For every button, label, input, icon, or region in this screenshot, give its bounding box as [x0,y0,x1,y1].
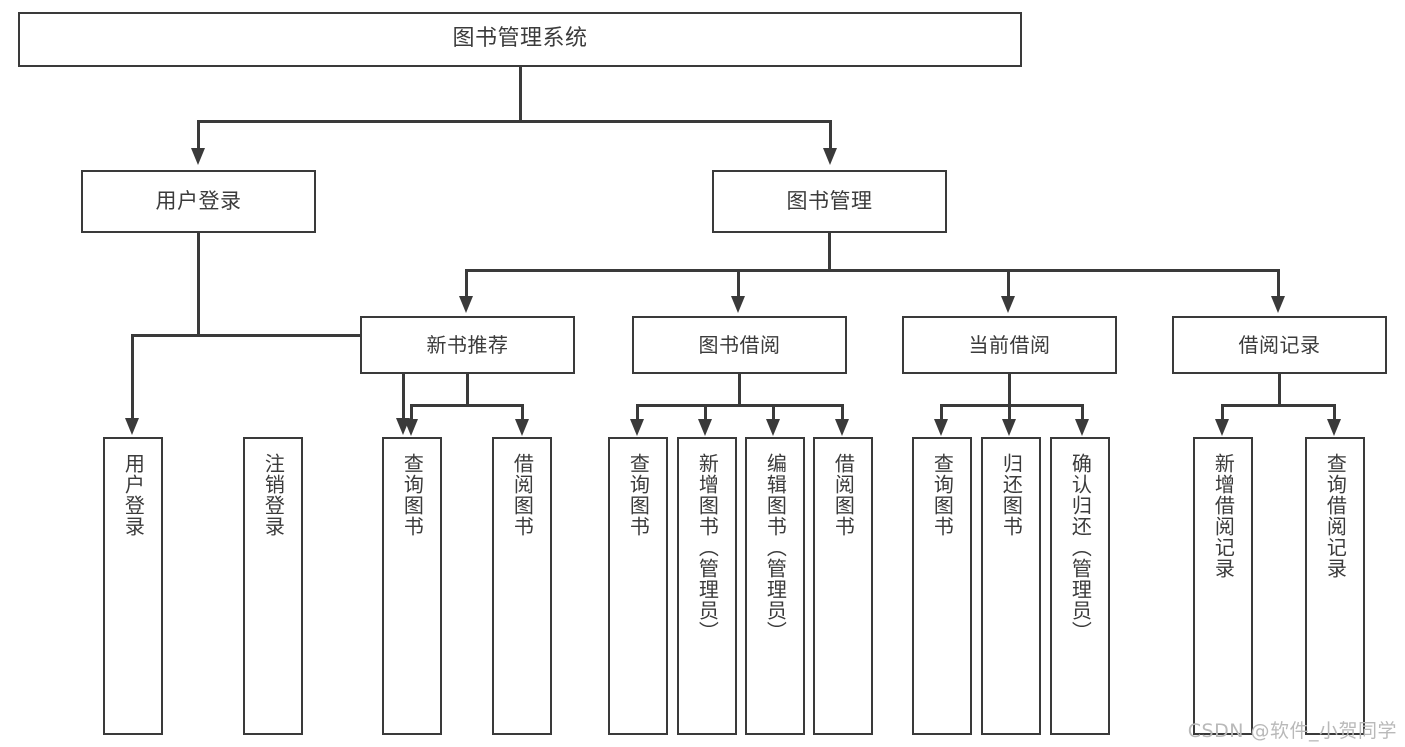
leaf-current-borrow-2[interactable]: 归还图书 [981,437,1041,735]
connector-new-book-stem [466,374,469,406]
connector-book-borrow-drop-1 [636,404,639,420]
connector-book-manage-drop-2 [737,269,740,296]
connector-current-borrow-drop-2 [1008,404,1011,420]
leaf-label: 查询借阅记录 [1323,453,1348,579]
arrowhead-to-borrow-record [1271,296,1285,313]
node-label: 借阅记录 [1238,332,1321,357]
node-label: 用户登录 [155,188,242,213]
connector-current-borrow-bus [941,404,1083,407]
arrowhead-leaf-borrow-record-2 [1327,419,1341,436]
arrowhead-leaf-book-borrow-4 [835,419,849,436]
leaf-label: 查询图书 [930,453,955,537]
arrowhead-leaf-current-borrow-2 [1002,419,1016,436]
leaf-borrow-record-1[interactable]: 新增借阅记录 [1193,437,1253,735]
leaf-label: 查询图书 [400,453,425,537]
connector-book-borrow-drop-2 [704,404,707,420]
leaf-current-borrow-3[interactable]: 确认归还（管理员） [1050,437,1110,735]
node-user-login[interactable]: 用户登录 [81,170,316,233]
node-book-borrow[interactable]: 图书借阅 [632,316,847,374]
arrowhead-leaf-book-borrow-3 [766,419,780,436]
leaf-label: 注销登录 [261,453,286,537]
node-current-borrow[interactable]: 当前借阅 [902,316,1117,374]
leaf-label: 查询图书 [626,453,651,537]
connector-user-login-drop-2 [402,334,405,418]
leaf-label: 用户登录 [121,453,146,537]
node-root-system[interactable]: 图书管理系统 [18,12,1022,67]
arrowhead-leaf-book-borrow-1 [630,419,644,436]
connector-root-bus [198,120,832,123]
leaf-user-login-1[interactable]: 用户登录 [103,437,163,735]
arrowhead-leaf-new-book-1 [404,419,418,436]
node-label: 新书推荐 [426,332,509,357]
connector-root-stem [519,67,522,122]
connector-book-manage-drop-3 [1007,269,1010,296]
arrowhead-leaf-current-borrow-3 [1075,419,1089,436]
leaf-label: 归还图书 [999,453,1024,537]
arrowhead-leaf-new-book-2 [515,419,529,436]
connector-user-login-bus [132,334,405,337]
connector-book-borrow-drop-3 [772,404,775,420]
connector-root-drop-right [829,120,832,148]
leaf-user-login-2[interactable]: 注销登录 [243,437,303,735]
node-borrow-record[interactable]: 借阅记录 [1172,316,1387,374]
connector-new-book-drop-1 [410,404,413,420]
connector-book-borrow-bus [637,404,844,407]
node-new-book[interactable]: 新书推荐 [360,316,575,374]
connector-book-manage-drop-1 [465,269,468,296]
arrowhead-leaf-borrow-record-1 [1215,419,1229,436]
leaf-book-borrow-3[interactable]: 编辑图书（管理员） [745,437,805,735]
connector-user-login-stem [197,233,200,335]
node-book-manage[interactable]: 图书管理 [712,170,947,233]
connector-book-manage-drop-4 [1277,269,1280,296]
leaf-label: 借阅图书 [510,453,535,537]
connector-current-borrow-drop-1 [940,404,943,420]
leaf-label: 编辑图书（管理员） [763,453,788,642]
watermark-text: CSDN @软件_小贺同学 [1187,720,1397,742]
leaf-book-borrow-2[interactable]: 新增图书（管理员） [677,437,737,735]
connector-borrow-record-bus [1222,404,1335,407]
connector-new-book-bus [411,404,523,407]
connector-current-borrow-drop-3 [1081,404,1084,420]
connector-borrow-record-stem [1278,374,1281,406]
leaf-borrow-record-2[interactable]: 查询借阅记录 [1305,437,1365,735]
connector-book-borrow-drop-4 [841,404,844,420]
arrowhead-to-book-borrow [731,296,745,313]
leaf-label: 新增借阅记录 [1211,453,1236,579]
leaf-current-borrow-1[interactable]: 查询图书 [912,437,972,735]
arrowhead-leaf-book-borrow-2 [698,419,712,436]
node-label: 当前借阅 [968,332,1051,357]
connector-book-manage-bus [466,269,1280,272]
leaf-new-book-1[interactable]: 查询图书 [382,437,442,735]
leaf-book-borrow-1[interactable]: 查询图书 [608,437,668,735]
connector-borrow-record-drop-2 [1333,404,1336,420]
connector-user-login-drop-1 [131,334,134,418]
connector-root-drop-left [197,120,200,148]
arrowhead-leaf-user-login-1 [125,418,139,435]
leaf-new-book-2[interactable]: 借阅图书 [492,437,552,735]
arrowhead-to-current-borrow [1001,296,1015,313]
connector-current-borrow-stem [1008,374,1011,406]
connector-book-manage-stem [828,233,831,271]
node-label: 图书借阅 [698,332,781,357]
leaf-book-borrow-4[interactable]: 借阅图书 [813,437,873,735]
arrowhead-leaf-current-borrow-1 [934,419,948,436]
leaf-label: 借阅图书 [831,453,856,537]
leaf-label: 确认归还（管理员） [1068,453,1093,642]
node-label: 图书管理 [786,188,873,213]
connector-book-borrow-stem [738,374,741,406]
arrowhead-to-user-login [191,148,205,165]
node-label: 图书管理系统 [452,26,588,52]
arrowhead-to-new-book [459,296,473,313]
arrowhead-to-book-manage [823,148,837,165]
connector-borrow-record-drop-1 [1221,404,1224,420]
leaf-label: 新增图书（管理员） [695,453,720,642]
connector-new-book-drop-2 [521,404,524,420]
